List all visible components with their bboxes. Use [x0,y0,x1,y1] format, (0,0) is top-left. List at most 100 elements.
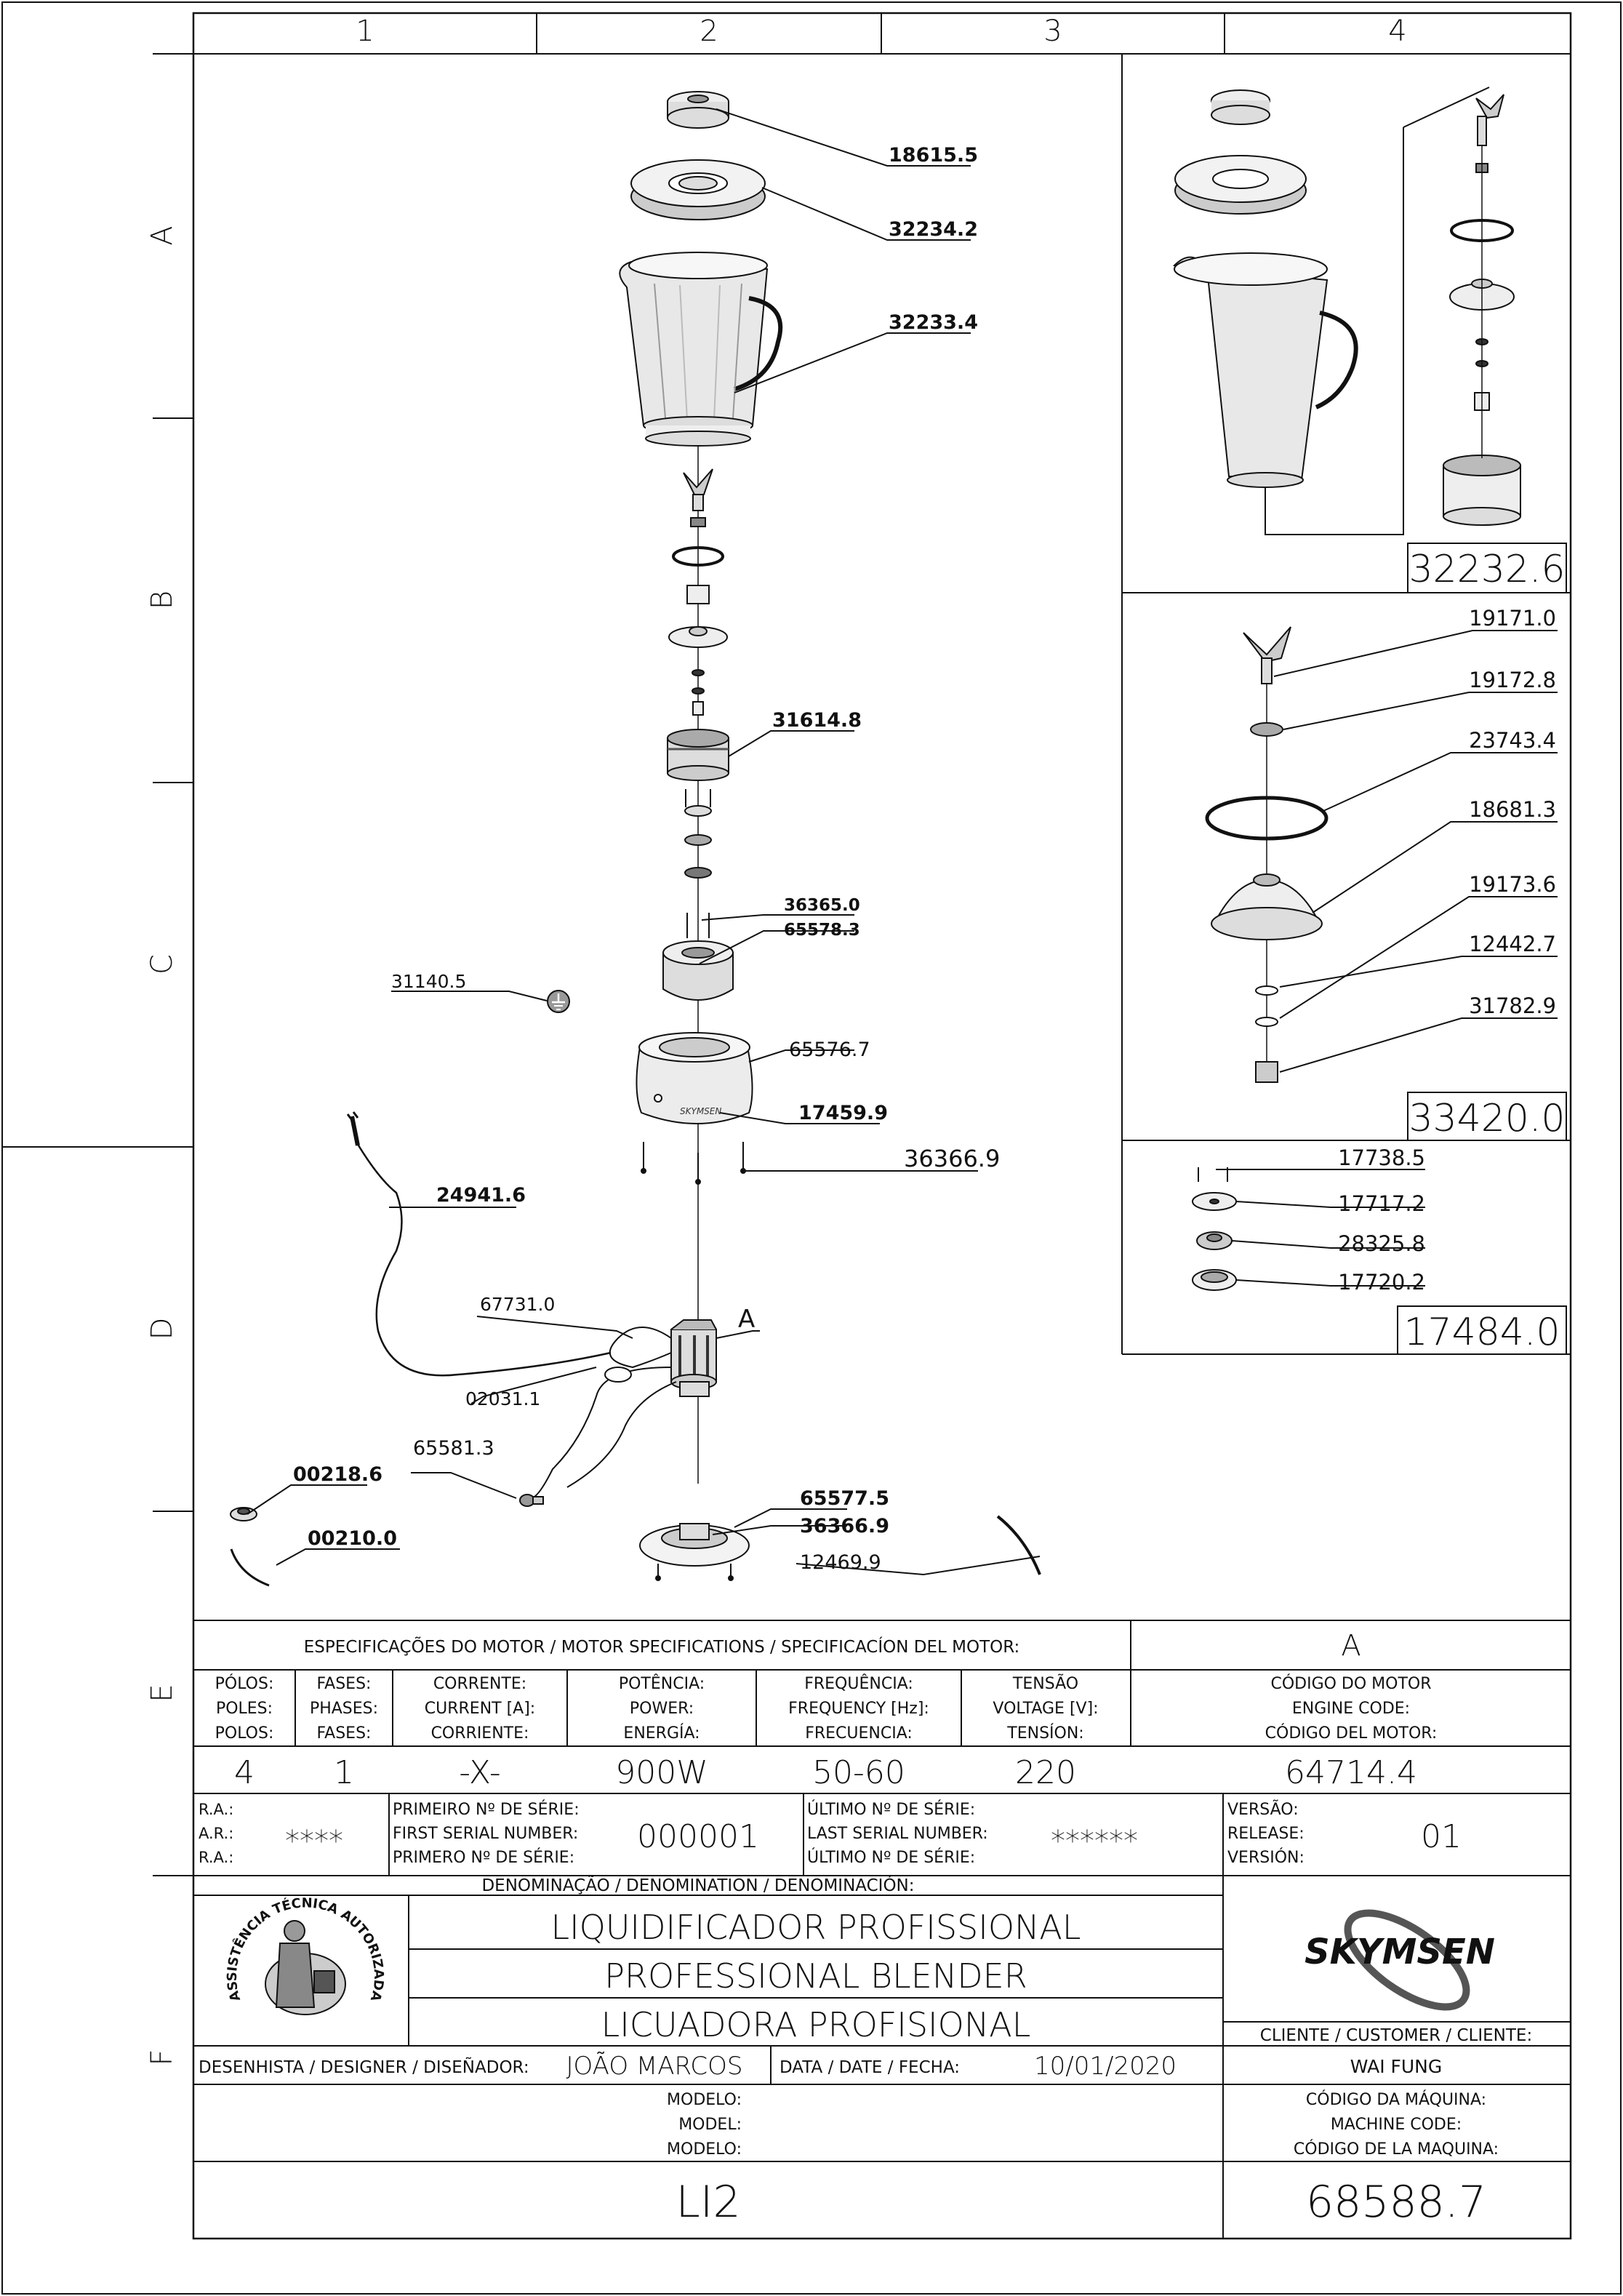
text-line: LAST SERIAL NUMBER: [807,1825,988,1843]
row-labels: A B C D E F [145,225,179,2065]
callout-badge: 17459.9 [798,1102,888,1124]
callout-labels: 18615.5 32234.2 32233.4 31614.8 36365.0 … [293,144,1000,1574]
text-line: VERSIÓN: [1227,1848,1305,1867]
spec-label-poles: PÓLOS:POLES:POLOS: [215,1674,274,1743]
thermal-protector-part [519,1494,544,1507]
text-line: CURRENT [A]: [425,1700,535,1718]
coupling-part-label-3: 28325.8 [1338,1231,1425,1256]
text-line: ÚLTIMO Nº DE SÉRIE: [807,1848,975,1867]
spec-value-phases: 1 [334,1754,354,1791]
text-line: A.R.: [199,1825,233,1842]
column-label-4: 4 [1388,15,1406,48]
spec-value-power: 900W [615,1754,708,1791]
text-line: ENGINE CODE: [1292,1700,1410,1718]
text-line: FASES: [317,1675,372,1693]
motor-spec-labels: PÓLOS:POLES:POLOS: FASES:PHASES:FASES: C… [215,1673,1438,1743]
text-line: R.A.: [199,1801,233,1818]
spec-value-engine-code: 64714.4 [1285,1754,1417,1791]
text-line: FIRST SERIAL NUMBER: [393,1825,578,1843]
row-label-e: E [145,1684,179,1702]
callout-power-cord: 24941.6 [436,1184,526,1207]
text-line: ÚLTIMO Nº DE SÉRIE: [807,1800,975,1819]
blade-part-label-4: 18681.3 [1469,797,1556,822]
row-label-b: B [145,591,179,609]
blade-kit-leaders [1273,630,1558,1073]
coupling-part-label-2: 17717.2 [1338,1191,1425,1216]
ground-terminal-part [547,990,570,1013]
motor-marker-label: A [738,1305,755,1334]
text-line: FRECUENCIA: [805,1724,913,1743]
model-value: LI2 [676,2177,740,2228]
jar-part [619,252,783,447]
motor-part [670,1319,717,1397]
lid-part [630,159,766,220]
row-label-f: F [145,2049,179,2065]
model-label: MODELO:MODEL:MODELO: [667,2091,742,2159]
date-label: DATA / DATE / FECHA: [780,2058,960,2077]
blade-kit-panel [1205,626,1329,1083]
callout-rubber-foot: 00218.6 [293,1463,382,1486]
leader-lines [247,108,1041,1576]
brand-name: SKYMSEN [1305,1932,1495,1972]
spec-label-phases: FASES:PHASES:FASES: [310,1675,378,1743]
text-line: POWER: [630,1700,694,1718]
text-line: VERSÃO: [1227,1799,1299,1819]
ra-value: **** [285,1825,343,1858]
power-cord-part [346,1111,612,1377]
blade-kit-code: 33420.0 [1408,1097,1565,1140]
denomination-label: DENOMINAÇÃO / DENOMINATION / DENOMINACIÓ… [481,1875,914,1895]
text-line: R.A.: [199,1849,233,1866]
text-line: CORRIENTE: [431,1724,529,1743]
coupling-part-label-1: 17738.5 [1338,1145,1425,1170]
spec-label-current: CORRENTE:CURRENT [A]:CORRIENTE: [425,1675,535,1743]
column-label-2: 2 [700,15,718,48]
callout-drive-coupling: 31614.8 [772,709,862,732]
text-line: FREQUENCY [Hz]: [788,1700,929,1718]
cover-screws-part [641,1142,746,1185]
spec-value-current: -X- [459,1754,501,1791]
row-label-c: C [145,954,179,975]
text-line: FREQUÊNCIA: [804,1674,913,1693]
spec-value-voltage: 220 [1015,1754,1076,1791]
authorized-service-stamp: ASSISTÊNCIA TÉCNICA AUTORIZADA [225,1895,386,2015]
spec-value-poles: 4 [234,1754,255,1791]
callout-lid: 32234.2 [889,218,978,241]
spec-label-power: POTÊNCIA:POWER:ENERGÍA: [619,1674,705,1743]
blade-part-label-7: 31782.9 [1469,993,1556,1018]
spec-label-frequency: FREQUÊNCIA: FREQUENCY [Hz]: FRECUENCIA: [788,1674,929,1743]
last-serial-label: ÚLTIMO Nº DE SÉRIE: LAST SERIAL NUMBER: ÚL… [807,1800,988,1867]
motor-wiring-part [530,1327,677,1499]
customer-label: CLIENTE / CUSTOMER / CLIENTE: [1260,2026,1532,2045]
washer-stack-part [684,789,712,879]
blade-part-label-2: 19172.8 [1469,668,1556,692]
blade-part-label-5: 19173.6 [1469,872,1556,897]
motor-specs-header: ESPECIFICAÇÕES DO MOTOR / MOTOR SPECIFIC… [304,1636,1020,1657]
text-line: VOLTAGE [V]: [993,1700,1098,1718]
callout-screw: 36365.0 [784,896,860,915]
text-line: POTÊNCIA: [619,1674,705,1693]
row-label-a: A [145,225,179,245]
date-value: 10/01/2020 [1034,2052,1177,2081]
callout-ground: 31140.5 [391,971,466,992]
first-serial-value: 000001 [637,1818,759,1855]
denomination-lines: LIQUIDIFICADOR PROFISSIONAL PROFESSIONAL… [550,1908,1081,2044]
cable-clip-part [230,1548,270,1587]
callout-cable-clip: 00210.0 [308,1527,397,1550]
blade-part-label-3: 23743.4 [1469,728,1556,753]
column-labels: 1 2 3 4 [356,15,1406,48]
callout-cable-tie: 67731.0 [480,1294,555,1315]
text-line: PÓLOS: [215,1674,274,1693]
cord-strain-relief-part [996,1515,1041,1575]
text-line: POLOS: [215,1724,274,1743]
row-label-d: D [145,1318,179,1340]
text-line: MODELO: [667,2140,742,2159]
svg-text:SKYMSEN: SKYMSEN [680,1106,721,1116]
column-label-1: 1 [356,15,374,48]
text-line: TENSÃO [1012,1673,1078,1693]
column-label-3: 3 [1043,15,1062,48]
text-line: PRIMEIRO Nº DE SÉRIE: [393,1800,580,1819]
text-line: CÓDIGO DEL MOTOR: [1265,1724,1438,1743]
